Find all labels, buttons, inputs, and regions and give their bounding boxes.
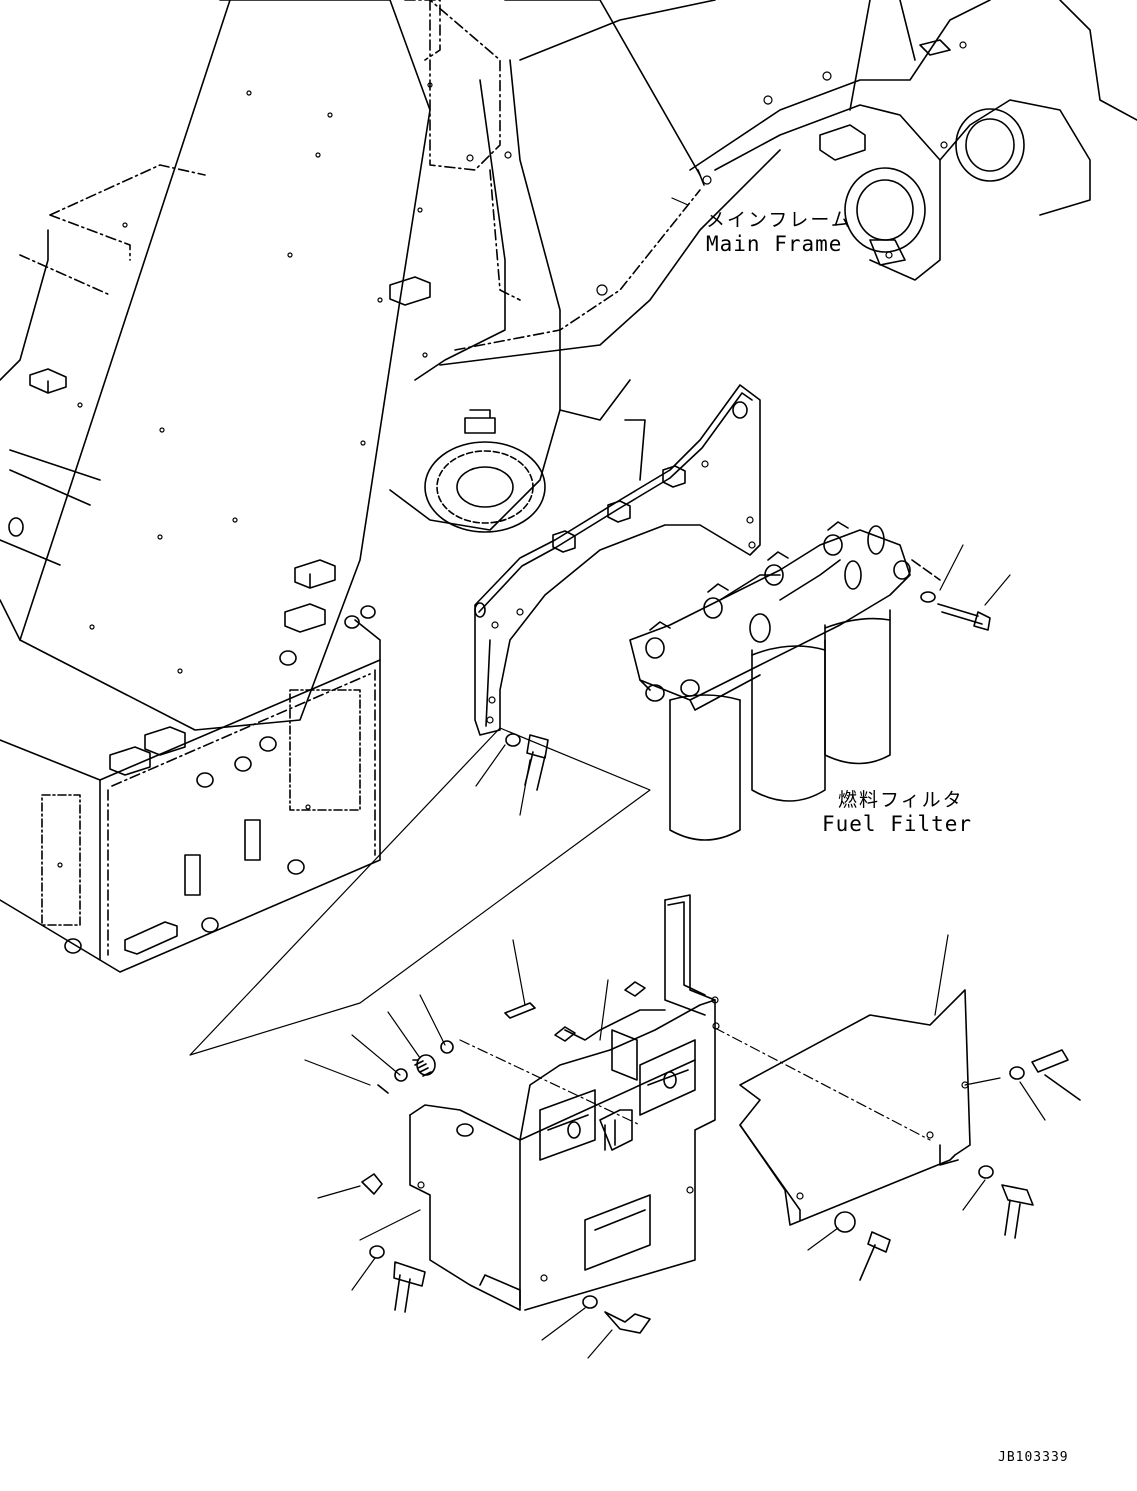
- main-frame: [0, 0, 1137, 973]
- main-frame-label-jp: メインフレーム: [706, 209, 852, 231]
- cover-panel: [714, 934, 1081, 1281]
- filter-mount-bracket: [474, 384, 761, 736]
- box-bracket: [304, 894, 720, 1359]
- fuel-filter-label-en: Fuel Filter: [822, 812, 973, 836]
- main-frame-label-en: Main Frame: [706, 232, 843, 256]
- bracket-bolts: [189, 727, 651, 1056]
- drawing-code: JB103339: [998, 1450, 1069, 1465]
- fuel-filter-label-jp: 燃料フィルタ: [838, 789, 964, 811]
- fuel-filter-assembly: [629, 521, 1011, 841]
